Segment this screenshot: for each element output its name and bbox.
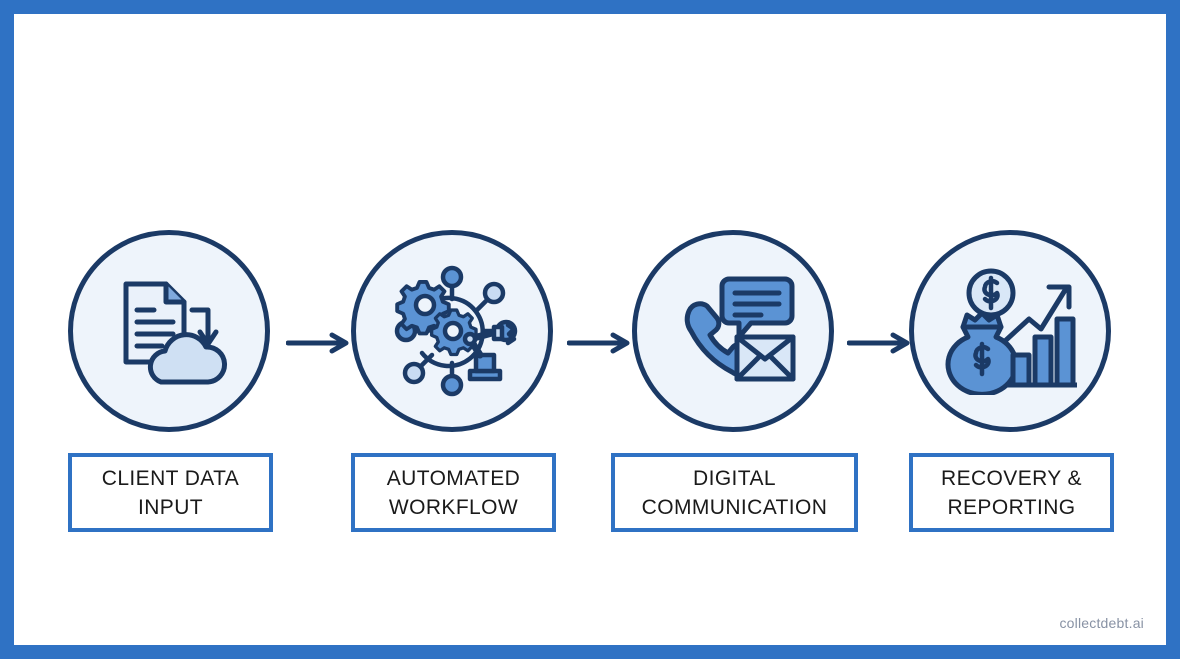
step-4-label-box: RECOVERY & REPORTING [909,453,1114,532]
process-step-digital-communication: DIGITAL COMMUNICATION [611,230,858,532]
process-step-automated-workflow: AUTOMATED WORKFLOW [351,230,556,532]
process-step-recovery-reporting: RECOVERY & REPORTING [909,230,1114,532]
arrow-right-icon [285,332,349,354]
arrow-right-icon [566,332,630,354]
step-1-circle [68,230,270,432]
automation-network-icon [384,263,520,399]
step-2-label-box: AUTOMATED WORKFLOW [351,453,556,532]
communication-icon [667,267,799,395]
step-2-label: AUTOMATED WORKFLOW [386,466,521,519]
step-3-label-box: DIGITAL COMMUNICATION [611,453,858,532]
watermark: collectdebt.ai [1059,615,1144,631]
step-1-label-box: CLIENT DATA INPUT [68,453,273,532]
connector-arrow-2 [566,332,633,354]
step-3-label: DIGITAL COMMUNICATION [641,466,828,519]
revenue-growth-icon [943,267,1077,395]
arrow-right-icon [846,332,910,354]
inner-frame: CLIENT DATA INPUT [14,14,1166,645]
process-step-client-data-input: CLIENT DATA INPUT [68,230,273,532]
step-2-circle [351,230,553,432]
step-4-label: RECOVERY & REPORTING [941,466,1082,519]
process-flow: CLIENT DATA INPUT [14,14,1166,645]
connector-arrow-1 [285,332,352,354]
step-3-circle [632,230,834,432]
step-1-label: CLIENT DATA INPUT [101,466,240,519]
document-to-cloud-icon [104,266,234,396]
connector-arrow-3 [846,332,913,354]
step-4-circle [909,230,1111,432]
